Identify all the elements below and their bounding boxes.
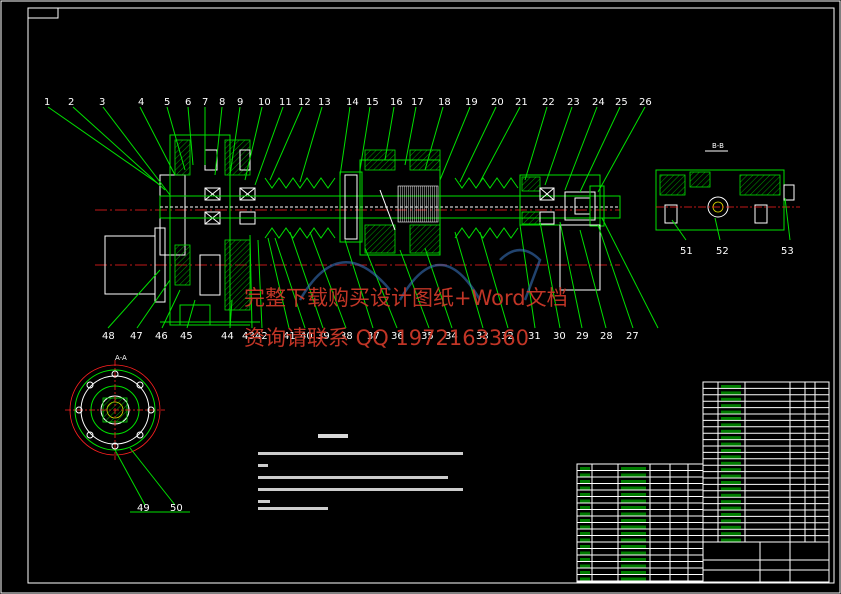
- section-b-b-view: B-B: [655, 142, 800, 241]
- part-number-label: 13: [318, 97, 331, 108]
- part-number-label: 22: [542, 97, 555, 108]
- part-number-label: 2: [68, 97, 74, 108]
- part-number-label: 25: [615, 97, 628, 108]
- part-number-label: 6: [185, 97, 191, 108]
- part-number-labels-end-view: 49 50: [137, 503, 183, 514]
- part-number-label: 30: [553, 331, 566, 342]
- part-number-labels-section: 51 52 53: [680, 246, 794, 257]
- part-number-label: 3: [99, 97, 105, 108]
- part-number-label: 7: [202, 97, 208, 108]
- part-number-label: 21: [515, 97, 528, 108]
- part-number-label: 24: [592, 97, 605, 108]
- part-number-label: 53: [781, 246, 794, 257]
- part-number-label: 46: [155, 331, 168, 342]
- part-number-label: 33: [476, 331, 489, 342]
- part-number-label: 52: [716, 246, 729, 257]
- leader-lines-top: [47, 106, 646, 196]
- part-number-label: 51: [680, 246, 693, 257]
- part-number-label: 41: [283, 331, 296, 342]
- part-number-label: 18: [438, 97, 451, 108]
- watermark-line-1: 完整下载购买设计图纸+Word文档: [244, 286, 568, 310]
- part-number-label: 17: [411, 97, 424, 108]
- part-number-label: 48: [102, 331, 115, 342]
- part-number-label: 35: [421, 331, 434, 342]
- part-number-label: 14: [346, 97, 359, 108]
- part-number-label: 11: [279, 97, 292, 108]
- technical-notes: [258, 434, 463, 510]
- part-number-label: 39: [317, 331, 330, 342]
- part-number-label: 26: [639, 97, 652, 108]
- part-number-label: 10: [258, 97, 271, 108]
- part-number-label: 5: [164, 97, 170, 108]
- section-label: B-B: [712, 142, 724, 150]
- part-number-label: 12: [298, 97, 311, 108]
- leader-lines-bottom: [107, 217, 659, 329]
- part-number-label: 16: [390, 97, 403, 108]
- part-number-label: 32: [501, 331, 514, 342]
- part-number-label: 50: [170, 503, 183, 514]
- part-number-label: 47: [130, 331, 143, 342]
- watermark-line-2: 资询请联系 QQ 1972163360: [244, 326, 529, 350]
- part-number-label: 4: [138, 97, 144, 108]
- part-number-label: 45: [180, 331, 193, 342]
- part-number-label: 19: [465, 97, 478, 108]
- end-view-a-a: A-A: [65, 354, 190, 513]
- part-number-label: 42: [255, 331, 268, 342]
- part-number-label: 49: [137, 503, 150, 514]
- part-number-label: 1: [44, 97, 50, 108]
- watermark: 完整下载购买设计图纸+Word文档 资询请联系 QQ 1972163360: [244, 248, 568, 350]
- part-number-label: 28: [600, 331, 613, 342]
- parts-list-table: [576, 381, 830, 583]
- part-number-label: 34: [445, 331, 458, 342]
- part-number-label: 29: [576, 331, 589, 342]
- part-number-label: 43: [242, 331, 255, 342]
- part-number-label: 38: [340, 331, 353, 342]
- part-number-label: 20: [491, 97, 504, 108]
- part-number-label: 36: [391, 331, 404, 342]
- part-number-label: 37: [367, 331, 380, 342]
- part-number-label: 23: [567, 97, 580, 108]
- part-number-label: 8: [219, 97, 225, 108]
- end-view-label: A-A: [115, 354, 127, 362]
- part-number-label: 15: [366, 97, 379, 108]
- part-number-label: 27: [626, 331, 639, 342]
- part-number-label: 40: [300, 331, 313, 342]
- part-number-label: 31: [528, 331, 541, 342]
- part-number-label: 44: [221, 331, 234, 342]
- part-number-label: 9: [237, 97, 243, 108]
